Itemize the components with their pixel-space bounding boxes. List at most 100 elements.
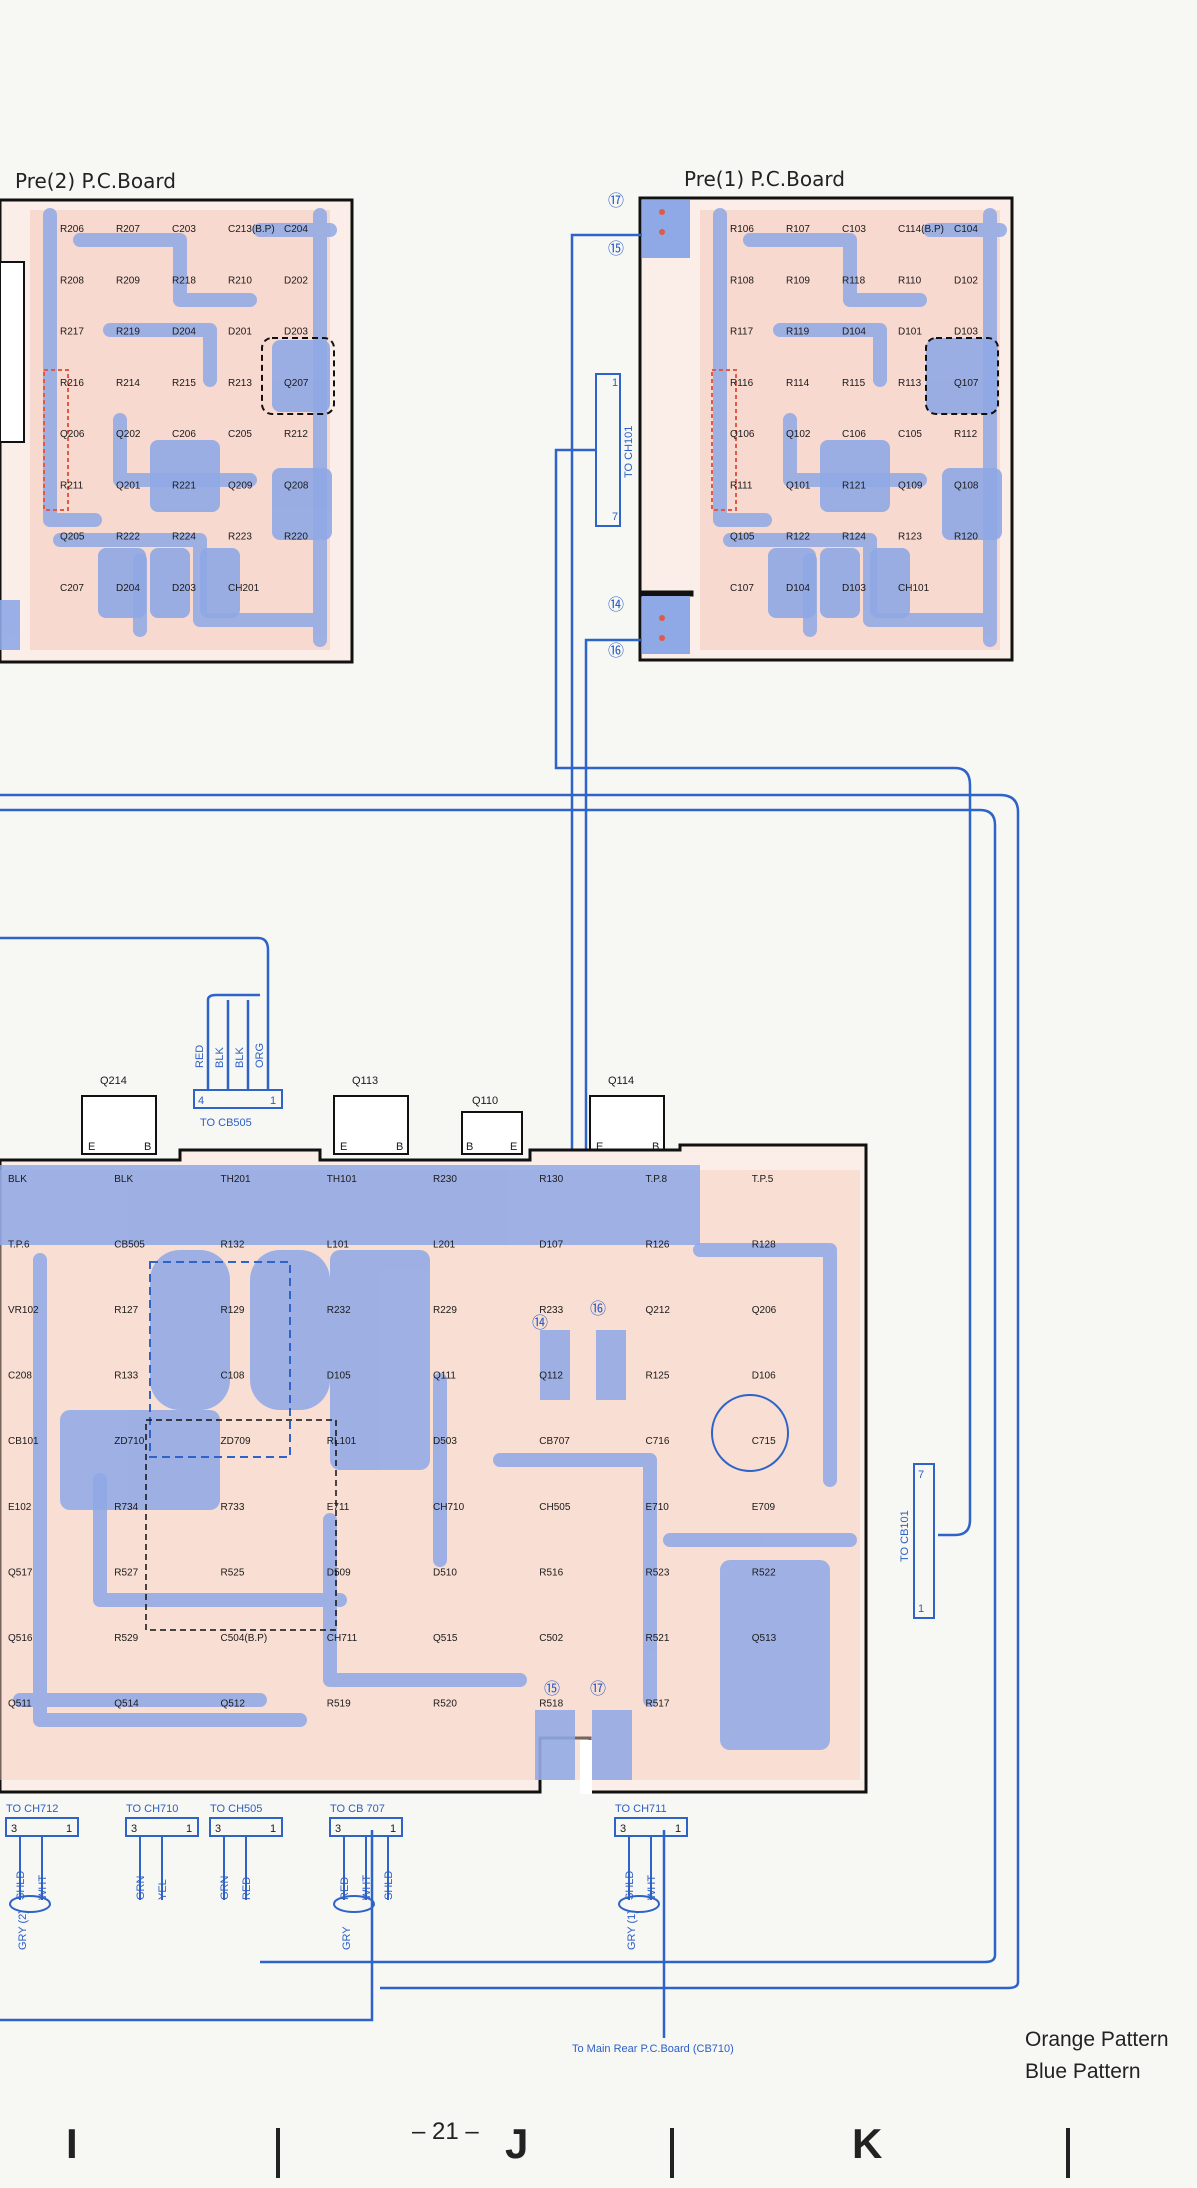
main-pin-markers: ⑭ ⑯ ⑮ ⑰ [532,1300,606,1698]
pre1-component-label-7: R118 [842,275,866,286]
bottom-conn-wire-3-2: SHLD [383,1871,395,1900]
pre1-component-label-4: C104 [954,224,978,235]
main-component-label-70: R517 [646,1698,670,1709]
main-component-label-50: R525 [221,1567,245,1578]
main-component-label-12: L201 [433,1240,456,1251]
pre2-board-title: Pre(2) P.C.Board [15,169,176,193]
main-component-label-42: R733 [221,1502,245,1513]
pre1-component-label-23: C105 [898,429,922,440]
main-component-label-57: R529 [114,1633,138,1644]
pre2-component-label-32: R224 [172,532,196,543]
pre1-component-label-24: R112 [954,429,978,440]
main-component-label-39: C715 [752,1436,776,1447]
pre1-component-label-38: CH101 [898,583,930,594]
bottom-conn-wire-2-1: RED [241,1877,253,1900]
pre2-component-label-6: R209 [116,275,140,286]
main-component-label-34: ZD709 [221,1436,251,1447]
main-component-label-4: R230 [433,1174,457,1185]
main-component-label-22: Q212 [646,1305,671,1316]
main-component-label-0: BLK [8,1174,27,1185]
pre1-component-label-15: R116 [730,378,754,389]
main-component-label-41: R734 [114,1502,138,1513]
to-cb101-pin-b: 1 [918,1603,924,1615]
footer-letter-i: I [66,2120,78,2167]
pre1-component-label-5: R108 [730,275,754,286]
cb505-wire-3: BLK [234,1047,246,1068]
footer-tick-2 [670,2128,674,2178]
pre1-component-label-27: R121 [842,480,866,491]
to-cb505-label: TO CB505 [200,1117,252,1129]
bottom-conn-wire-0-0: SHLD [15,1871,27,1900]
main-component-label-60: Q515 [433,1633,458,1644]
pre1-component-label-28: Q109 [898,480,923,491]
main-component-label-26: C108 [221,1371,245,1382]
pre2-component-label-23: C205 [228,429,252,440]
main-component-label-44: CH710 [433,1502,465,1513]
main-component-label-15: R128 [752,1240,776,1251]
pre1-board-title: Pre(1) P.C.Board [684,167,845,191]
bottom-conn-shield-4 [618,1895,660,1913]
footer-letter-k: K [852,2120,883,2167]
pre1-component-label-1: R107 [786,224,810,235]
bottom-conn-label-3: TO CB 707 [330,1803,385,1815]
pre1-component-label-35: C107 [730,583,754,594]
bottom-conn-pin-b-2: 1 [270,1823,276,1835]
q114-label: Q114 [608,1075,634,1087]
main-component-label-20: R229 [433,1305,457,1316]
pre1-component-label-21: Q102 [786,429,811,440]
pin-15-main: ⑮ [544,1680,560,1698]
main-component-label-64: Q511 [8,1698,32,1709]
footer-letter-j: J [505,2120,529,2167]
main-component-label-56: Q516 [8,1633,33,1644]
pre2-component-label-7: R218 [172,275,196,286]
main-component-label-46: E710 [646,1502,670,1513]
pre1-component-label-33: R123 [898,532,922,543]
pre2-component-label-9: D202 [284,275,308,286]
pre1-component-label-29: Q108 [954,480,979,491]
cb505-wire-2: BLK [214,1047,226,1068]
main-component-label-28: Q111 [433,1371,456,1382]
pin-14-main: ⑭ [532,1314,548,1332]
pre1-component-label-31: R122 [786,532,810,543]
main-component-label-11: L101 [327,1240,350,1251]
to-ch101-label: TO CH101 [623,426,635,478]
to-cb505-pin-b: 1 [270,1095,276,1107]
bottom-conn-pin-a-2: 3 [215,1823,221,1835]
pre2-component-label-22: C206 [172,429,196,440]
main-component-label-47: E709 [752,1502,776,1513]
main-component-label-24: C208 [8,1371,32,1382]
q113-e: E [340,1141,347,1153]
pre2-component-label-12: D204 [172,327,196,338]
pre1-component-label-9: D102 [954,275,978,286]
bottom-conn-pin-a-1: 3 [131,1823,137,1835]
bottom-conn-wire-4-1: WHT [646,1875,658,1900]
pre2-component-label-15: R216 [60,378,84,389]
pre2-component-label-0: R206 [60,224,84,235]
cb505-wire-1: RED [194,1045,206,1068]
pre2-component-label-27: R221 [172,480,196,491]
bottom-conn-shield-0 [9,1895,51,1913]
q114-e: E [596,1141,603,1153]
pre1-component-label-22: C106 [842,429,866,440]
main-component-label-52: D510 [433,1567,457,1578]
bottom-conn-wire-0-1: WHT [37,1875,49,1900]
pre1-component-label-12: D104 [842,327,866,338]
bottom-conn-pin-b-3: 1 [390,1823,396,1835]
pre2-component-label-4: C204 [284,224,308,235]
pre2-component-label-33: R223 [228,532,252,543]
footer-tick-3 [1066,2128,1070,2178]
pre1-component-label-26: Q101 [786,480,811,491]
main-component-label-10: R132 [221,1240,245,1251]
main-component-label-18: R129 [221,1305,245,1316]
main-component-label-61: C502 [539,1633,563,1644]
to-ch101-connector: 1 7 TO CH101 [595,373,635,527]
q110-label: Q110 [472,1095,498,1107]
bottom-conn-pin-a-3: 3 [335,1823,341,1835]
pre1-component-label-2: C103 [842,224,866,235]
main-component-label-25: R133 [114,1371,138,1382]
main-component-label-29: Q112 [539,1371,563,1382]
pre1-component-label-8: R110 [898,275,922,286]
